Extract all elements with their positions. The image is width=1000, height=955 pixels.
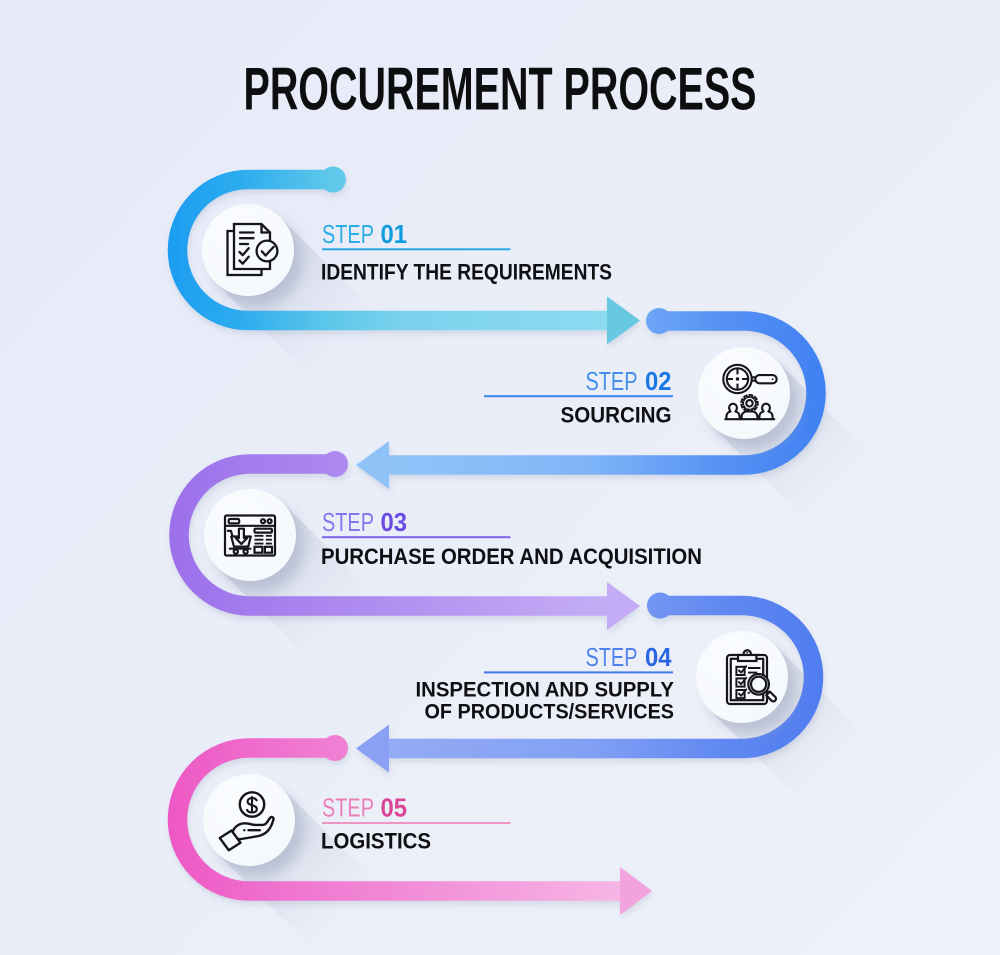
svg-text:02: 02 <box>645 366 672 396</box>
svg-text:05: 05 <box>381 793 408 823</box>
svg-text:STEP: STEP <box>322 793 374 823</box>
svg-text:01: 01 <box>381 219 408 249</box>
svg-text:OF PRODUCTS/SERVICES: OF PRODUCTS/SERVICES <box>425 700 675 724</box>
svg-text:STEP: STEP <box>586 642 638 672</box>
svg-text:STEP: STEP <box>322 507 374 537</box>
svg-text:IDENTIFY THE REQUIREMENTS: IDENTIFY THE REQUIREMENTS <box>321 260 612 285</box>
svg-text:LOGISTICS: LOGISTICS <box>321 829 431 854</box>
svg-text:SOURCING: SOURCING <box>561 403 672 428</box>
svg-text:04: 04 <box>645 642 672 672</box>
svg-text:STEP: STEP <box>586 366 638 396</box>
svg-text:STEP: STEP <box>322 219 374 249</box>
svg-text:03: 03 <box>381 507 408 537</box>
svg-text:PROCUREMENT PROCESS: PROCUREMENT PROCESS <box>244 55 757 123</box>
svg-text:INSPECTION AND SUPPLY: INSPECTION AND SUPPLY <box>416 678 675 702</box>
svg-text:PURCHASE ORDER AND ACQUISITION: PURCHASE ORDER AND ACQUISITION <box>321 544 702 569</box>
